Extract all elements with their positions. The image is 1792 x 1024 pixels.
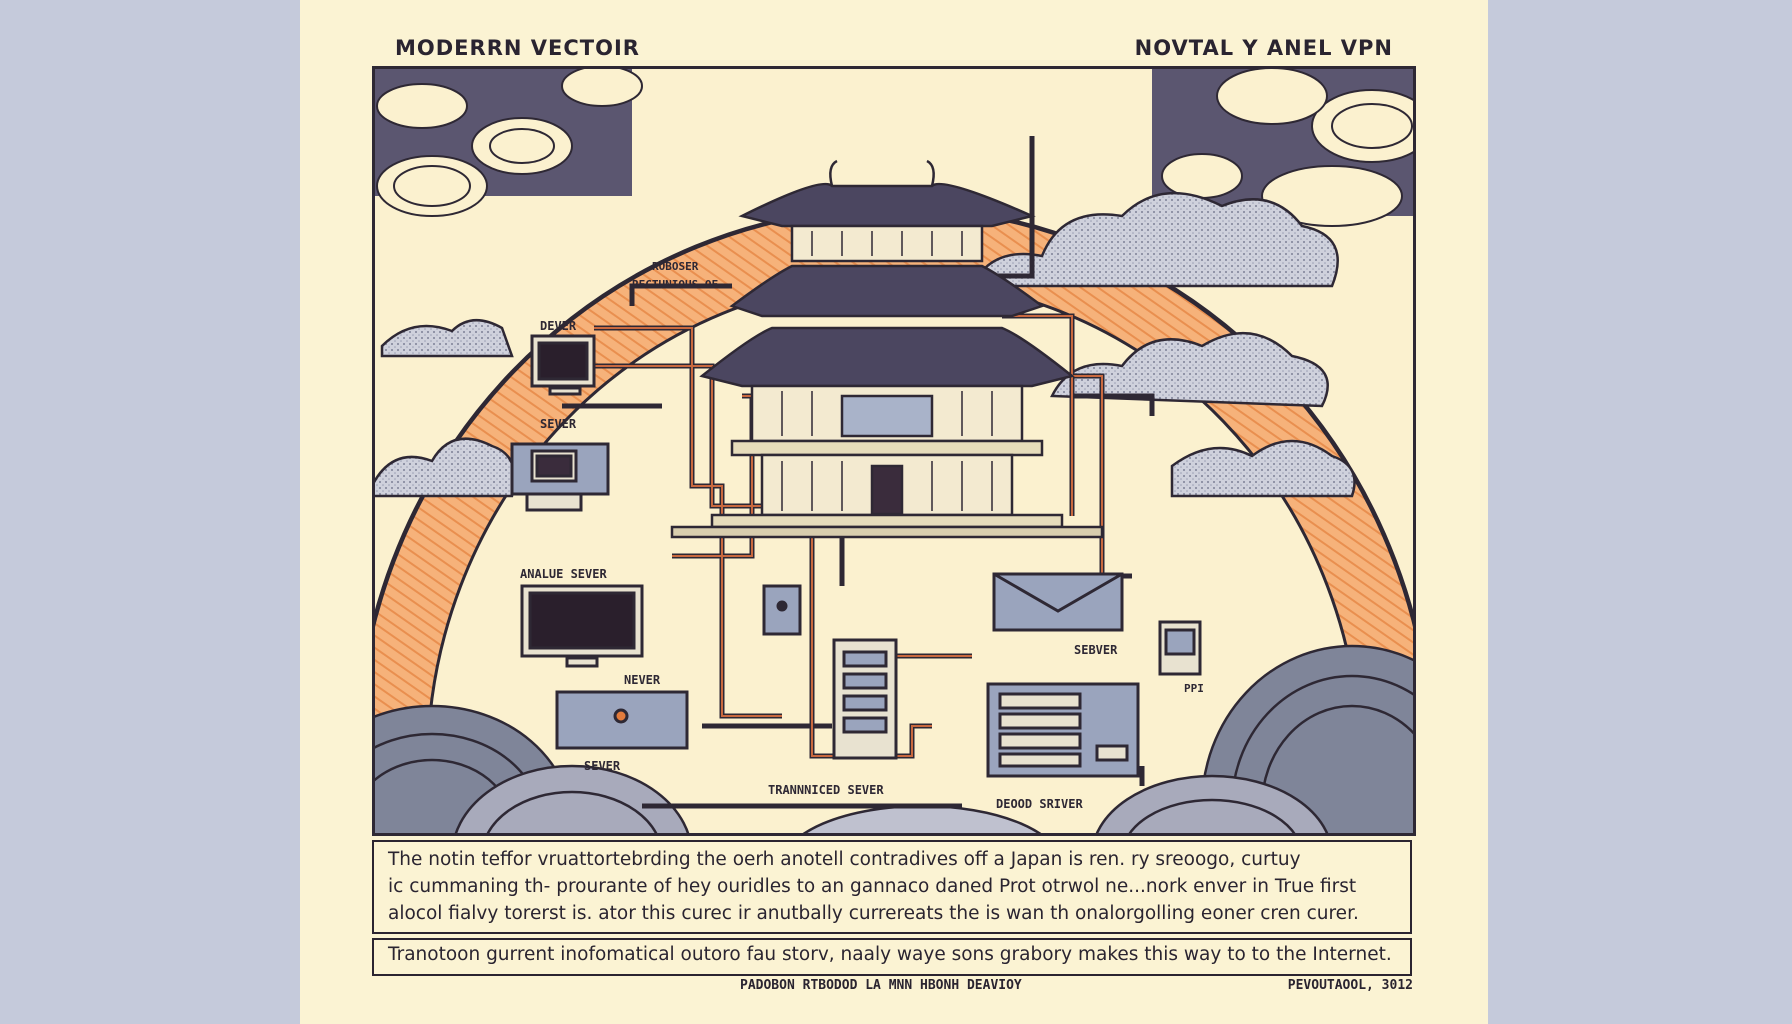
device-sebver-box (992, 572, 1124, 632)
label-sever-2: SEVER (584, 759, 621, 773)
header-left-title: MODERRN VECTOIR (395, 36, 640, 60)
caption-line-3: alocol fialvy torerst is. ator this cure… (388, 903, 1359, 924)
label-deood-sriver: DEOOD SRIVER (996, 797, 1083, 811)
header-right-title: NOVTAL Y ANEL VPN (1134, 36, 1393, 60)
label-never: NEVER (624, 673, 661, 687)
label-trannniced-sever: TRANNNICED SEVER (768, 783, 884, 797)
caption-box: The notin teffor vruattortebrding the oe… (372, 840, 1412, 934)
pagoda-building (670, 159, 1104, 539)
label-ppi: PPI (1184, 682, 1204, 695)
device-dever-monitor (530, 334, 596, 396)
top-left-clouds (372, 66, 643, 217)
device-never-box (555, 690, 689, 750)
device-rack-server (986, 682, 1140, 778)
label-dever: DEVER (540, 319, 577, 333)
caption-line-1: The notin teffor vruattortebrding the oe… (388, 849, 1301, 870)
label-sebver: SEBVER (1074, 643, 1118, 657)
device-analue-monitor (520, 584, 644, 668)
poster: MODERRN VECTOIR NOVTAL Y ANEL VPN (300, 0, 1488, 1024)
left-clouds (372, 319, 516, 498)
top-right-clouds (1152, 66, 1416, 227)
label-sever-1: SEVER (540, 417, 577, 431)
footer-left: PADOBON RTBODOD LA MNN HBONH DEAVIOY (740, 978, 1022, 993)
bottom-waves (372, 644, 1416, 836)
caption-line-2: ic cummaning th- prourante of hey ouridl… (388, 876, 1357, 897)
device-ppi (1158, 620, 1202, 676)
device-tower-server (832, 638, 898, 760)
device-small-router (762, 584, 802, 636)
label-analue-sever: ANALUE SEVER (520, 567, 607, 581)
label-top-note-2: RECTUNIOUS OF (632, 278, 718, 291)
device-sever-laptop (510, 442, 610, 512)
footer-right: PEVOUTAOOL, 3012 (1287, 978, 1413, 993)
sub-caption: Tranotoon gurrent inofomatical outoro fa… (372, 938, 1412, 976)
label-top-note-1: ROBOSER (652, 260, 699, 273)
network-diagram: ROBOSER RECTUNIOUS OF DEVER SEVER ANALUE… (372, 66, 1416, 836)
right-clouds (969, 191, 1356, 498)
